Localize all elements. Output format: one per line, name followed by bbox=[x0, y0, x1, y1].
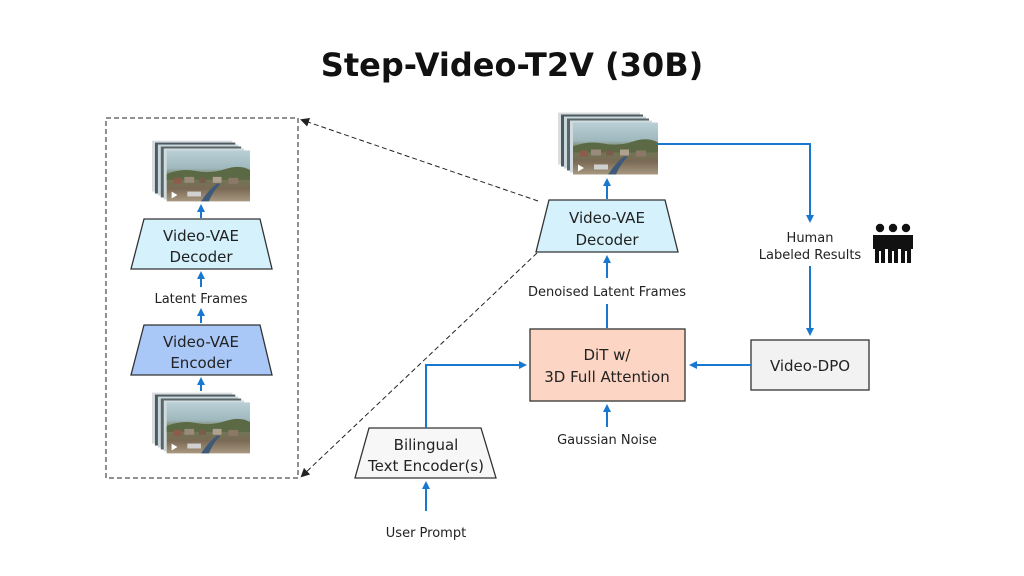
text-encoder-line1: Bilingual bbox=[394, 436, 459, 454]
video-dpo-label: Video-DPO bbox=[770, 357, 850, 375]
inset-input-video-frames-icon bbox=[152, 392, 250, 454]
people-group-icon bbox=[873, 223, 913, 263]
text-encoder-to-dit-arrow bbox=[425, 361, 527, 428]
main-decoder-line2: Decoder bbox=[575, 231, 639, 249]
user-prompt-label: User Prompt bbox=[386, 526, 466, 541]
denoised-latent-frames-label: Denoised Latent Frames bbox=[528, 285, 686, 300]
video-to-human-label-arrow bbox=[657, 143, 814, 223]
inset-vae-encoder: Video-VAE Encoder bbox=[130, 324, 273, 376]
output-video-frames-icon bbox=[558, 112, 658, 175]
inset-dashed-frame bbox=[105, 117, 299, 479]
inset-encoder-line1: Video-VAE bbox=[163, 333, 239, 351]
dit-line1: DiT w/ bbox=[584, 346, 632, 364]
text-encoder-line2: Text Encoder(s) bbox=[367, 457, 484, 475]
main-decoder-line1: Video-VAE bbox=[569, 209, 645, 227]
video-dpo-block: Video-DPO bbox=[750, 339, 870, 391]
zoom-line-bottom bbox=[300, 252, 538, 478]
dit-line2: 3D Full Attention bbox=[544, 368, 670, 386]
zoom-line-top bbox=[300, 118, 539, 202]
inset-vae-decoder: Video-VAE Decoder bbox=[130, 218, 273, 270]
inset-latent-frames-label: Latent Frames bbox=[154, 292, 247, 307]
gaussian-noise-label: Gaussian Noise bbox=[557, 433, 657, 448]
bilingual-text-encoder: Bilingual Text Encoder(s) bbox=[354, 427, 497, 479]
inset-encoder-line2: Encoder bbox=[170, 354, 232, 372]
inset-decoder-line2: Decoder bbox=[169, 248, 233, 266]
dit-block: DiT w/ 3D Full Attention bbox=[529, 328, 686, 402]
inset-output-video-frames-icon bbox=[152, 140, 250, 202]
human-label-line2: Labeled Results bbox=[759, 248, 862, 263]
human-label-line1: Human bbox=[787, 231, 834, 246]
diagram-title: Step-Video-T2V (30B) bbox=[321, 46, 703, 84]
main-vae-decoder: Video-VAE Decoder bbox=[535, 199, 679, 253]
inset-decoder-line1: Video-VAE bbox=[163, 227, 239, 245]
